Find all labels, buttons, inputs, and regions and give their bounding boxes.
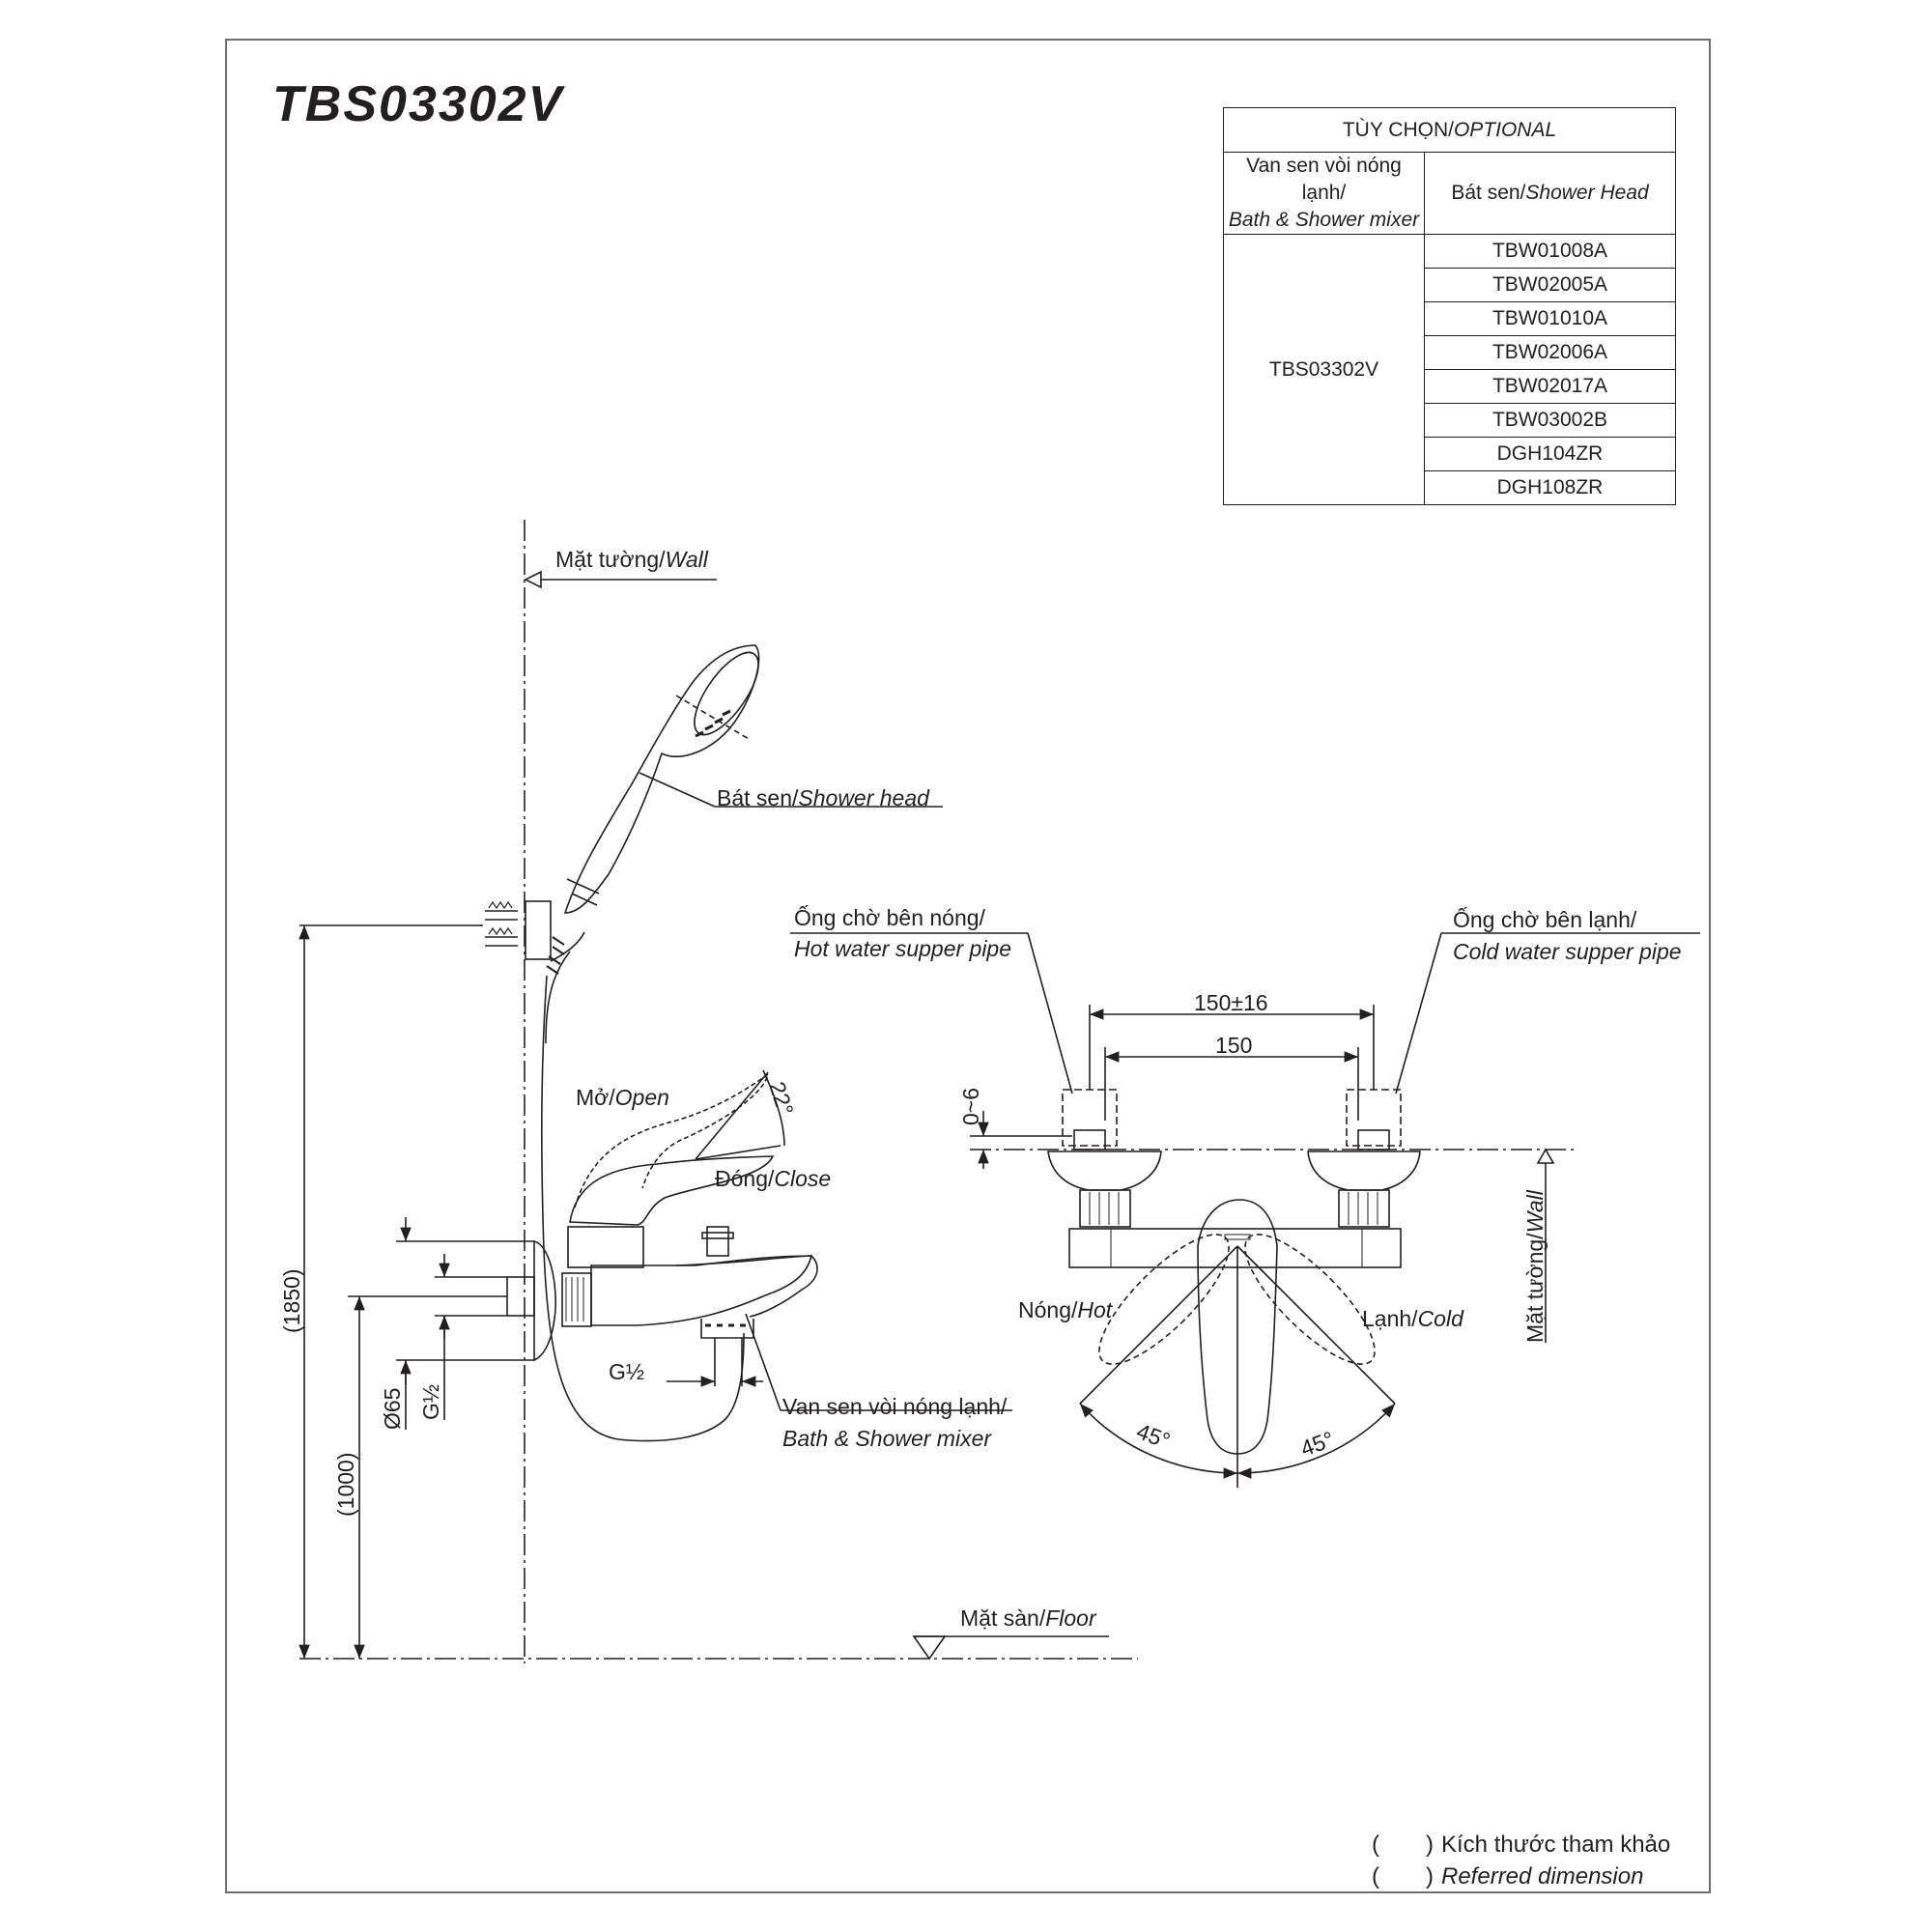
cold-escutcheon (1307, 1151, 1421, 1191)
angle-left-label: 45° (1133, 1418, 1174, 1453)
cold-pipe-label-line1: Ống chờ bên lạnh/ (1453, 906, 1637, 932)
wall-marker-front-icon (1536, 1148, 1555, 1164)
legend-paren-close-1: ) (1426, 1832, 1434, 1858)
shower-head-cell: DGH108ZR (1424, 470, 1676, 505)
angle-right-label: 45° (1297, 1426, 1338, 1461)
inlet-thread-label: G½ (418, 1384, 443, 1420)
wall-marker-icon (524, 570, 542, 589)
mixer-handle-open (574, 1072, 770, 1208)
shower-head-cell: TBW03002B (1424, 403, 1676, 438)
mixer-label-line1: Van sen vòi nóng lạnh/ (782, 1394, 1008, 1419)
center-distance-label: 150 (1215, 1033, 1252, 1058)
mixer-spout (675, 1255, 818, 1318)
floor-label: Mặt sàn/Floor (960, 1605, 1097, 1631)
close-label: Đóng/Close (715, 1166, 831, 1191)
optional-table: TÙY CHỌN/OPTIONAL Van sen vòi nóng lạnh/… (1223, 107, 1676, 505)
wall-front-label: Mặt tường/Wall (1522, 1189, 1548, 1343)
shower-head-cell: TBW01010A (1424, 301, 1676, 336)
shower-head-cell: TBW01008A (1424, 234, 1676, 269)
floor-marker-icon (912, 1635, 947, 1661)
mixer-cartridge (567, 1226, 644, 1268)
angle-open-label: 22° (764, 1079, 798, 1119)
offset-label: 0~6 (958, 1088, 983, 1125)
mixer-handle-closed (569, 1155, 775, 1226)
hot-label: Nóng/Hot (1018, 1297, 1114, 1322)
center-tolerance-label: 150±16 (1194, 990, 1268, 1015)
diameter-label: Ø65 (380, 1388, 405, 1430)
model-title: TBS03302V (272, 76, 564, 132)
shower-head-label: Bát sen/Shower head (717, 785, 930, 810)
legend-paren-open-2: ( (1372, 1863, 1379, 1889)
mixer-model-cell: TBS03302V (1223, 234, 1425, 505)
cold-label: Lạnh/Cold (1362, 1306, 1464, 1331)
hot-pipe-label-line1: Ống chờ bên nóng/ (794, 904, 986, 930)
hot-pipe (1062, 1089, 1118, 1147)
wall-bracket (525, 900, 552, 960)
shower-head-cell: DGH104ZR (1424, 437, 1676, 471)
wall-label: Mặt tường/Wall (555, 547, 709, 572)
legend-paren-open-1: ( (1372, 1832, 1379, 1858)
hot-pipe-label-line2: Hot water supper pipe (794, 936, 1011, 961)
shower-head-column-header: Bát sen/Shower Head (1424, 152, 1676, 235)
mixer-front-body (1068, 1228, 1402, 1268)
open-label: Mở/Open (576, 1085, 669, 1110)
mixer-wall-plate (533, 1239, 556, 1362)
shower-head-body (563, 644, 760, 914)
mixer-label-line2: Bath & Shower mixer (782, 1426, 992, 1451)
height-total-label: (1850) (279, 1269, 304, 1333)
hot-escutcheon (1047, 1151, 1162, 1191)
legend-line1: Kích thước tham khảo (1441, 1832, 1670, 1858)
legend-line2: Referred dimension (1441, 1863, 1643, 1889)
height-mixer-label: (1000) (333, 1453, 358, 1517)
outlet-thread-label: G½ (609, 1359, 644, 1384)
drawing-frame (225, 39, 1711, 1893)
legend-paren-close-2: ) (1426, 1863, 1434, 1889)
mixer-body (590, 1255, 813, 1326)
cold-pipe (1346, 1089, 1402, 1147)
cold-pipe-label-line2: Cold water supper pipe (1453, 939, 1682, 964)
shower-head-cell: TBW02005A (1424, 268, 1676, 302)
diverter-knob (706, 1226, 729, 1257)
shower-head-cell: TBW02006A (1424, 335, 1676, 370)
mixer-inlet-nut (506, 1276, 535, 1317)
